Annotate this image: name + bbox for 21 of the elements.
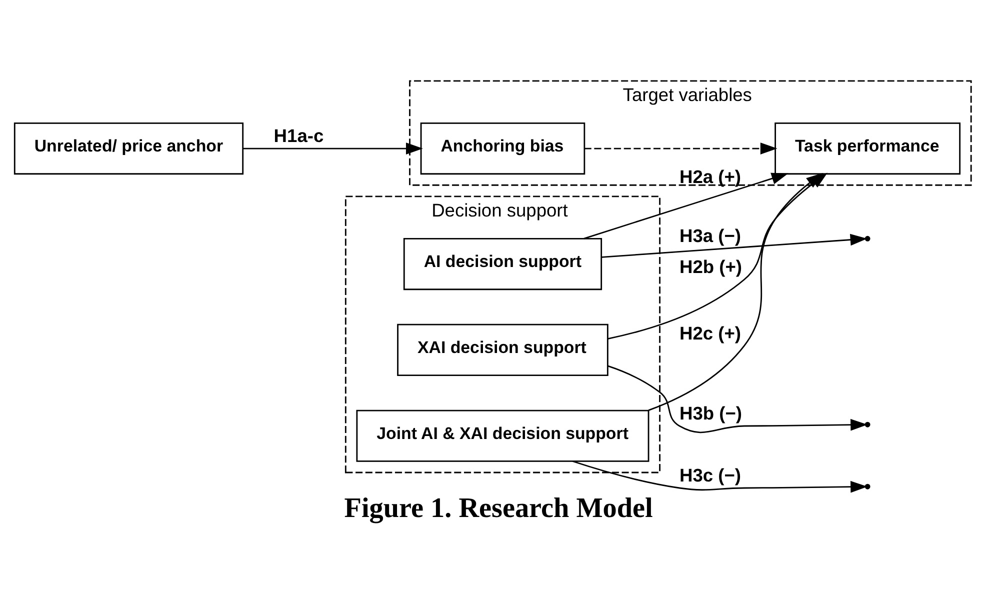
edge-label: H3b (−)	[679, 402, 742, 424]
edge-label: H2b (+)	[679, 256, 742, 278]
node-box: Joint AI & XAI decision support	[356, 410, 649, 462]
arrow	[583, 172, 788, 240]
node-box: Anchoring bias	[420, 122, 585, 175]
arrow	[601, 234, 867, 258]
edge-label: H3a (−)	[679, 225, 741, 246]
arrow	[572, 460, 867, 493]
edge-label: H2a (+)	[679, 166, 741, 187]
edge-label: H3c (−)	[679, 464, 741, 486]
caption: Figure 1. Research Model	[344, 492, 652, 524]
arrow	[584, 142, 777, 154]
node-box: Unrelated/ price anchor	[13, 122, 244, 175]
node-box: Task performance	[774, 122, 960, 175]
arrow	[648, 172, 823, 411]
node-box: XAI decision support	[396, 324, 608, 376]
node-box: AI decision support	[402, 238, 602, 290]
arrow	[242, 142, 422, 154]
edge-label: H1a-c	[273, 125, 324, 146]
arrow	[607, 365, 867, 434]
edge-label: H2c (+)	[679, 322, 741, 344]
